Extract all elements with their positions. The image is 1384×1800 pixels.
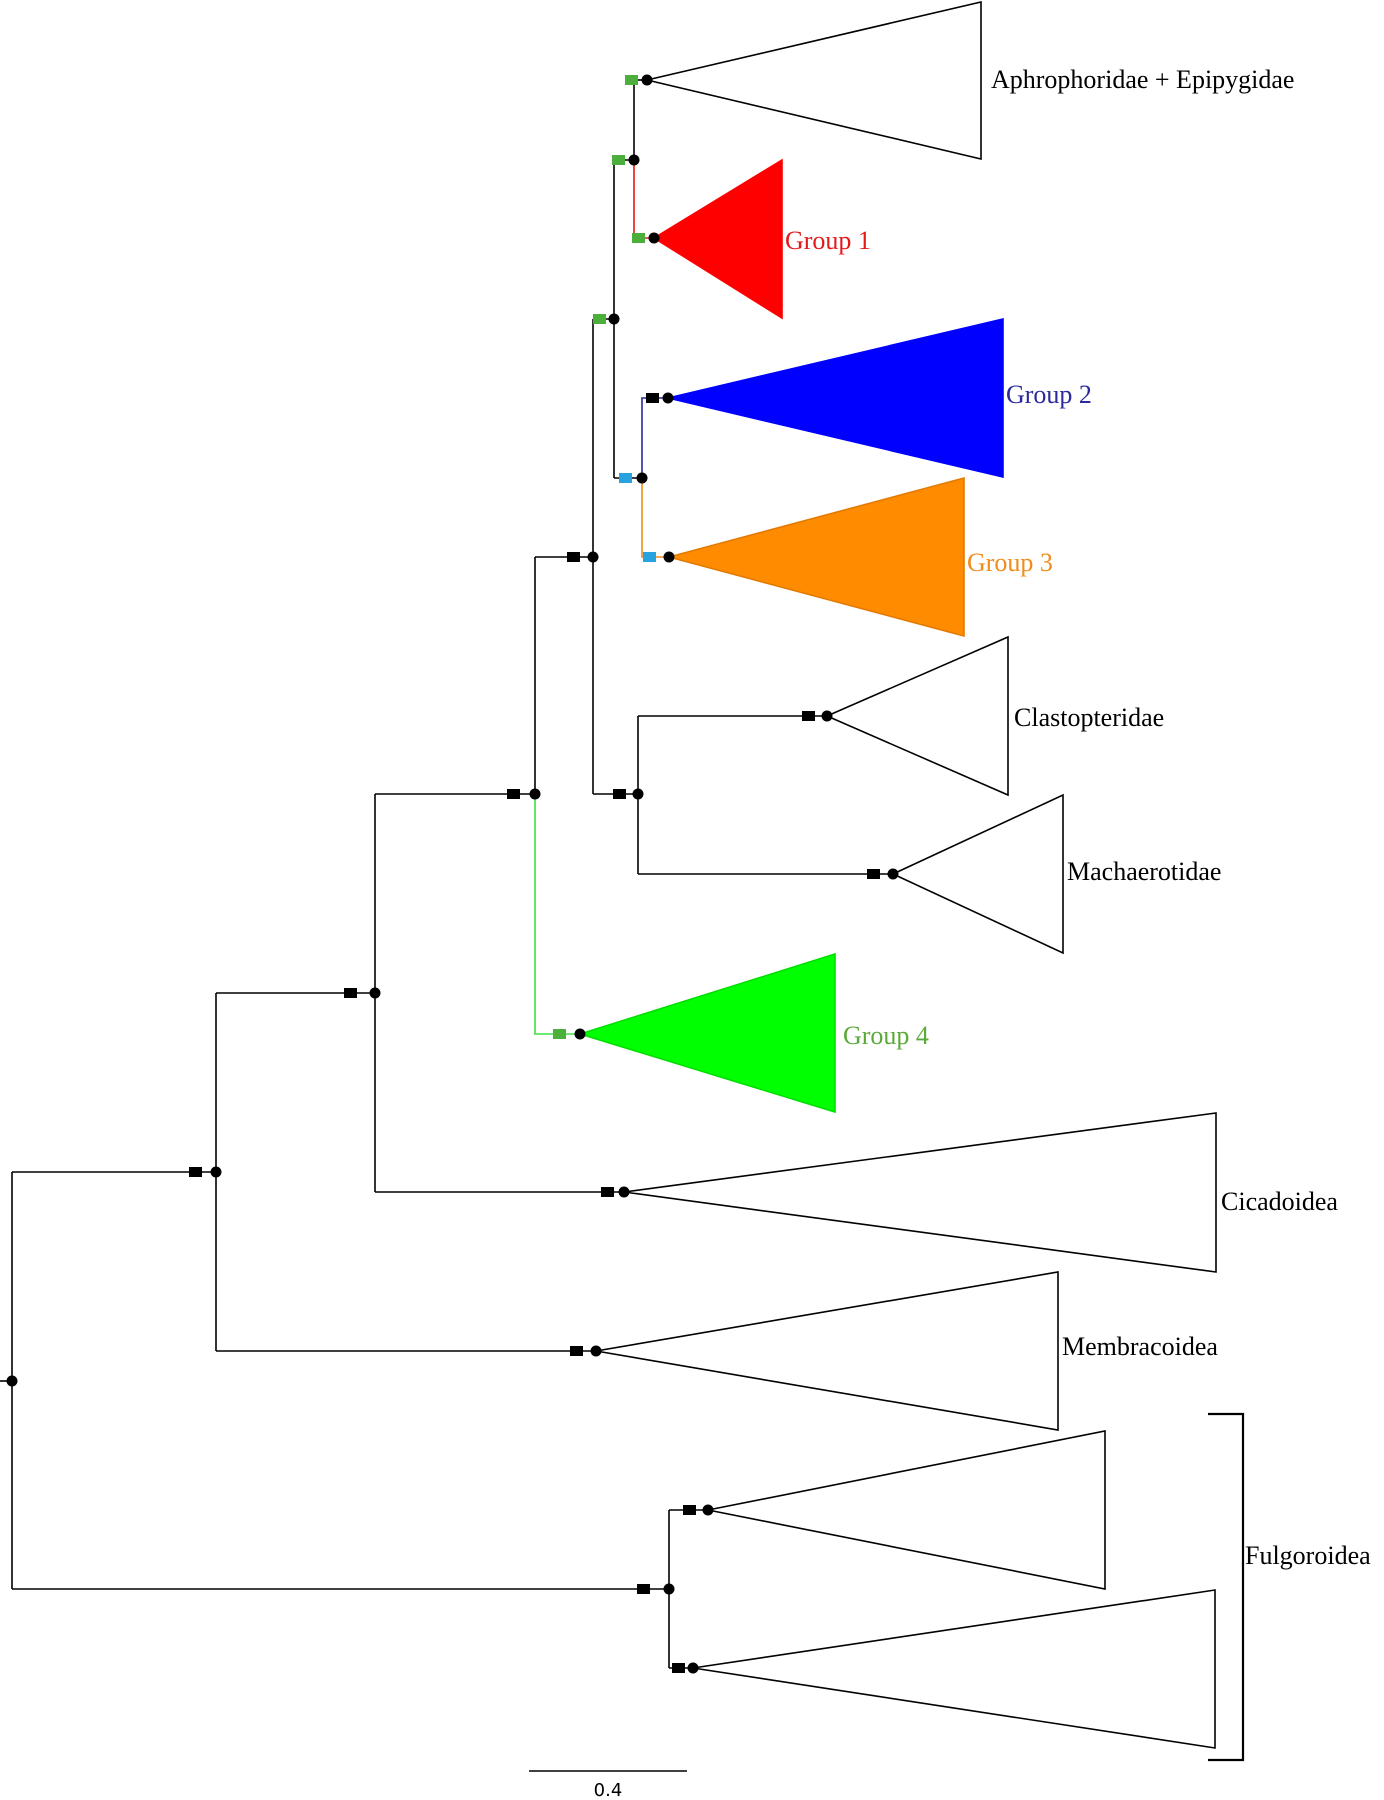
- marker-square-green: [612, 155, 625, 165]
- marker-circle: [590, 1345, 602, 1357]
- triangle-clastopteridae: [825, 635, 1009, 797]
- triangle-cicadoidea: [623, 1112, 1217, 1273]
- fulgoroidea-bracket: [1208, 1412, 1245, 1762]
- branch-to-group2: [641, 397, 668, 478]
- triangle-machaerotidae: [891, 793, 1064, 955]
- marker-square-black: [613, 789, 626, 799]
- marker-circle: [821, 710, 833, 722]
- marker-circle: [641, 74, 653, 86]
- marker-square-black: [344, 988, 357, 998]
- marker-square-green: [632, 233, 645, 243]
- triangle-group4: [577, 952, 836, 1114]
- branch-to-group1: [633, 160, 654, 239]
- branch-to-group4: [534, 794, 580, 1035]
- marker-circle: [369, 987, 381, 999]
- marker-circle: [6, 1375, 18, 1387]
- label-clastopteridae: Clastopteridae: [1014, 703, 1164, 732]
- marker-square-black: [189, 1167, 202, 1177]
- marker-circle: [636, 472, 648, 484]
- marker-square-black: [637, 1584, 650, 1594]
- label-group1: Group 1: [785, 226, 871, 255]
- marker-circle: [628, 154, 640, 166]
- scale-bar: 0.4: [529, 1770, 687, 1800]
- marker-circle: [618, 1186, 630, 1198]
- scale-bar-label: 0.4: [594, 1780, 623, 1800]
- triangle-fulgoroidea-lower: [692, 1589, 1216, 1749]
- marker-square-black: [802, 711, 815, 721]
- marker-circle: [663, 551, 675, 563]
- marker-square-green: [625, 75, 638, 85]
- label-group3: Group 3: [967, 548, 1053, 577]
- marker-circle: [887, 868, 899, 880]
- label-aphrophoridae: Aphrophoridae + Epipygidae: [991, 65, 1294, 94]
- marker-circle: [632, 788, 644, 800]
- triangle-aphrophoridae: [646, 0, 982, 161]
- marker-square-black: [507, 789, 520, 799]
- marker-circle: [587, 551, 599, 563]
- marker-circle: [574, 1028, 586, 1040]
- marker-square-cyan: [643, 552, 656, 562]
- label-fulgoroidea: Fulgoroidea: [1245, 1541, 1371, 1570]
- marker-circle: [529, 788, 541, 800]
- marker-circle: [663, 1583, 675, 1595]
- marker-circle: [702, 1504, 714, 1516]
- marker-square-black: [683, 1505, 696, 1515]
- marker-circle: [687, 1662, 699, 1674]
- node-markers: [6, 74, 899, 1674]
- marker-square-black: [601, 1187, 614, 1197]
- triangle-group1: [652, 158, 783, 320]
- marker-square-cyan: [619, 473, 632, 483]
- label-machaerotidae: Machaerotidae: [1067, 857, 1221, 886]
- clade-labels: Aphrophoridae + Epipygidae Group 1 Group…: [785, 65, 1371, 1570]
- marker-square-green: [553, 1029, 566, 1039]
- label-cicadoidea: Cicadoidea: [1221, 1187, 1338, 1216]
- marker-square-black: [570, 1346, 583, 1356]
- triangle-group3: [665, 476, 965, 638]
- marker-circle: [210, 1166, 222, 1178]
- marker-square-black: [567, 552, 580, 562]
- triangle-fulgoroidea-upper: [707, 1430, 1106, 1590]
- marker-square-black: [867, 869, 880, 879]
- triangle-membracoidea: [595, 1271, 1059, 1431]
- label-group4: Group 4: [843, 1021, 929, 1050]
- marker-square-black: [672, 1663, 685, 1673]
- marker-circle: [648, 232, 660, 244]
- marker-circle: [608, 313, 620, 325]
- label-group2: Group 2: [1006, 380, 1092, 409]
- triangle-group2: [667, 317, 1004, 479]
- marker-square-green: [593, 314, 606, 324]
- branch-to-group3: [641, 478, 669, 558]
- marker-circle: [662, 392, 674, 404]
- marker-square-black: [646, 393, 659, 403]
- label-membracoidea: Membracoidea: [1062, 1332, 1218, 1361]
- clade-triangles: [577, 0, 1217, 1749]
